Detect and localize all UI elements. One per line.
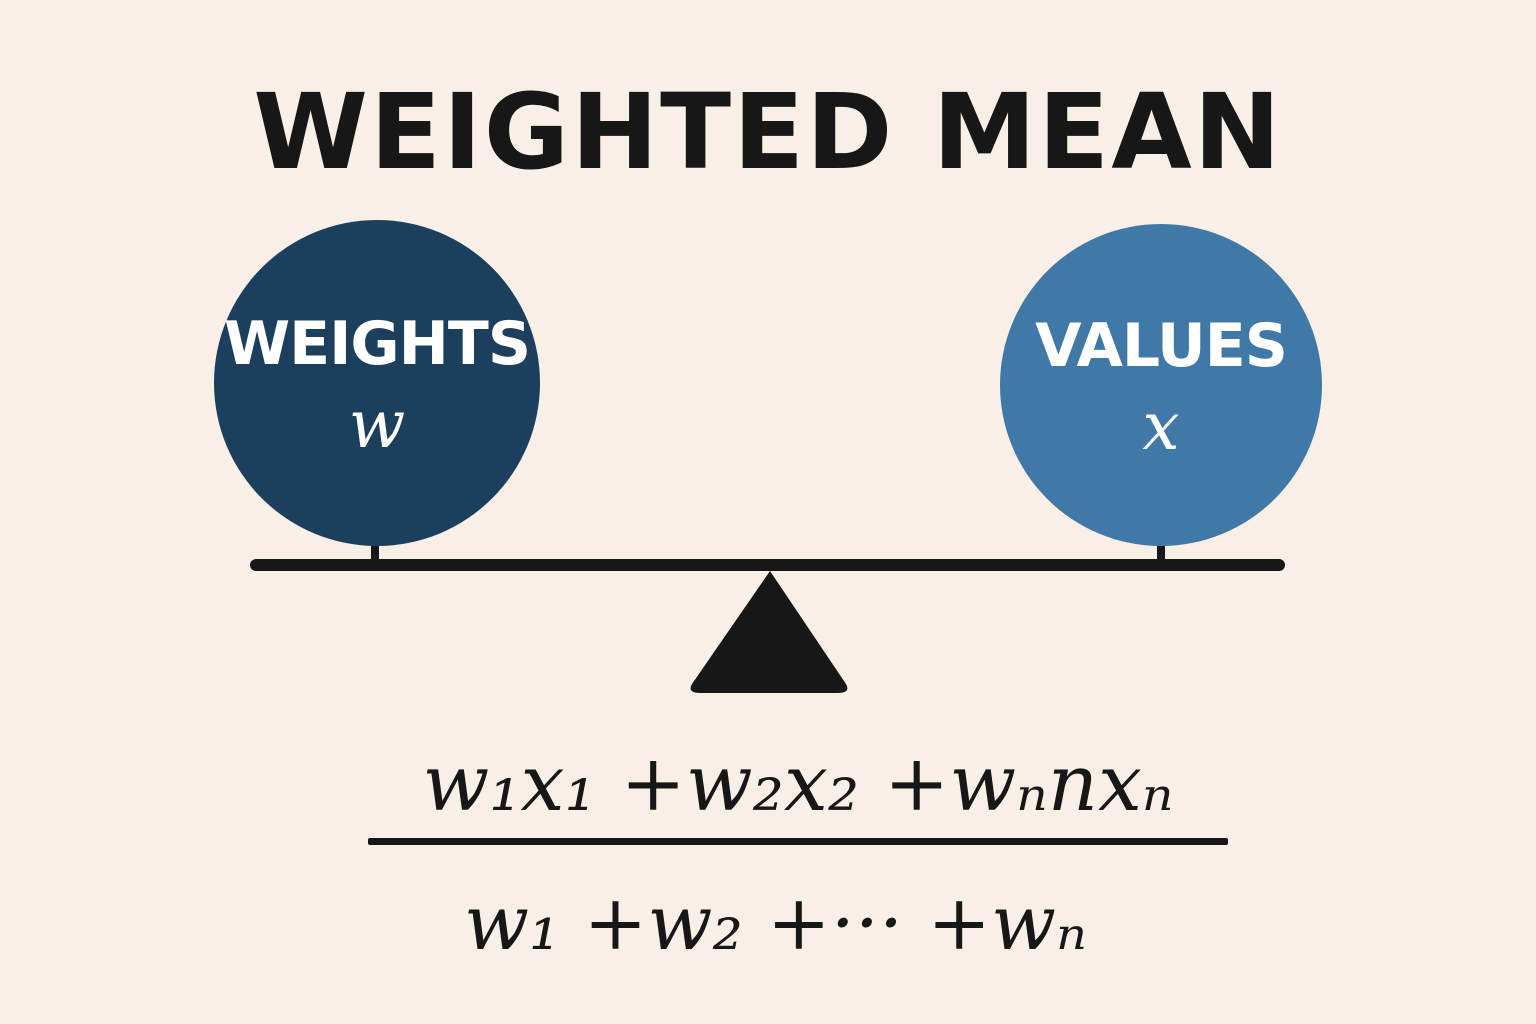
weighted-mean-formula: w₁x₁ +w₂x₂ +wₙnxₙ w₁ +w₂ +··· +wₙ bbox=[368, 736, 1228, 971]
left-ball-stem bbox=[371, 540, 379, 560]
values-ball: VALUES x bbox=[1000, 224, 1322, 546]
weights-ball: WEIGHTS w bbox=[214, 220, 540, 546]
page-title: WEIGHTED MEAN bbox=[253, 71, 1283, 193]
right-ball-stem bbox=[1157, 540, 1165, 560]
values-variable: x bbox=[1142, 388, 1180, 465]
fulcrum-triangle bbox=[690, 571, 848, 693]
weights-label: WEIGHTS bbox=[223, 309, 531, 379]
weights-variable: w bbox=[348, 386, 406, 463]
formula-numerator: w₁x₁ +w₂x₂ +wₙnxₙ bbox=[422, 739, 1174, 829]
fraction-bar bbox=[368, 838, 1228, 845]
values-label: VALUES bbox=[1035, 311, 1288, 381]
formula-denominator: w₁ +w₂ +··· +wₙ bbox=[464, 878, 1087, 967]
